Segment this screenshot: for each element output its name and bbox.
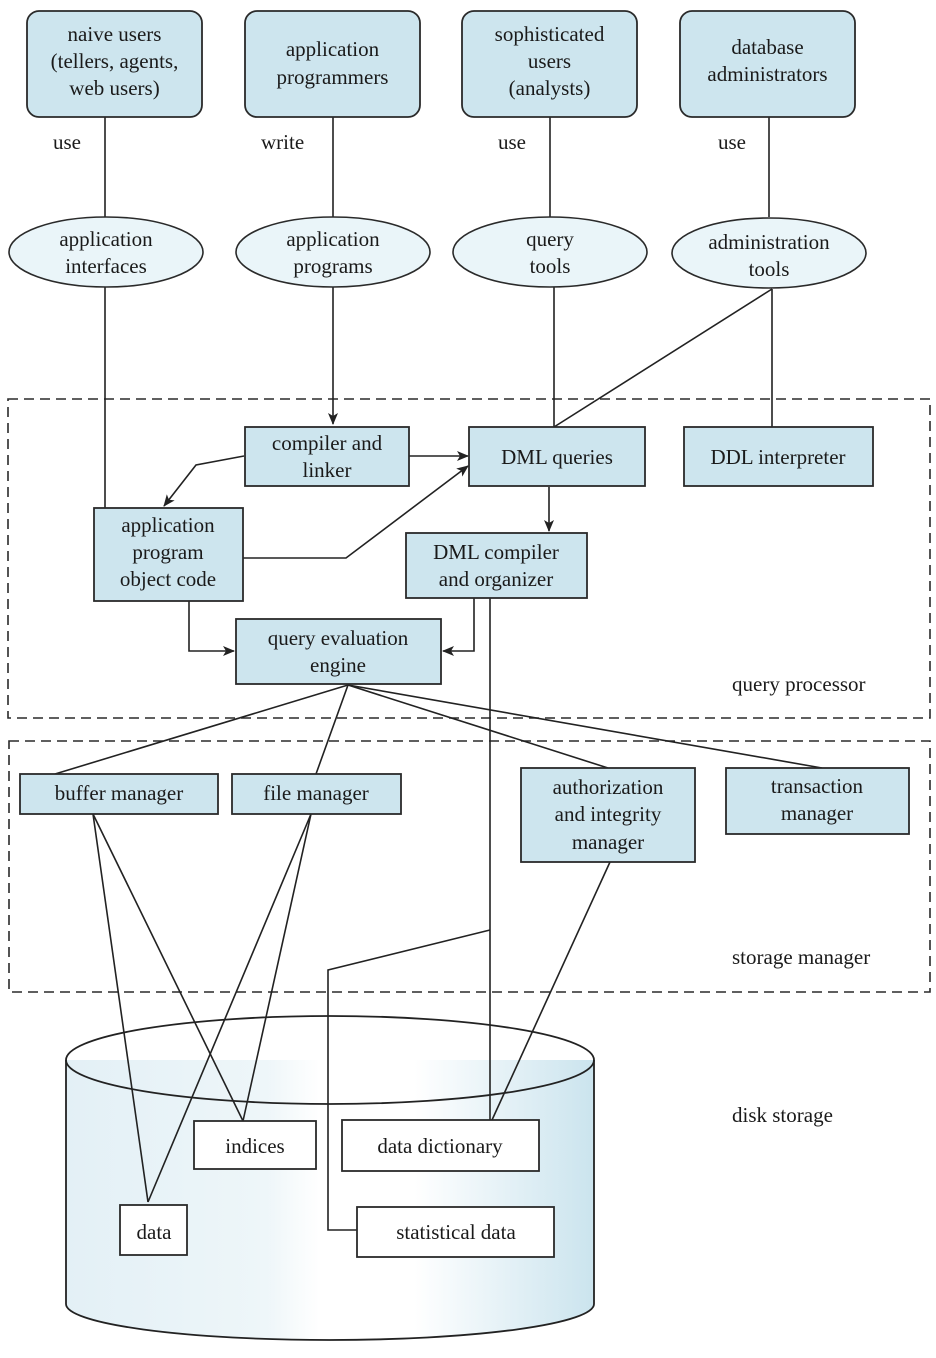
svg-text:data dictionary: data dictionary bbox=[377, 1134, 503, 1158]
svg-text:DML queries: DML queries bbox=[501, 445, 613, 469]
edges bbox=[54, 117, 823, 1231]
svg-text:file manager: file manager bbox=[263, 781, 369, 805]
query-processor-label: query processor bbox=[732, 672, 866, 696]
data-dictionary: data dictionary bbox=[341, 1119, 540, 1172]
relation-label-use: use bbox=[498, 130, 526, 154]
query-processor-region bbox=[7, 398, 931, 719]
relation-label-use: use bbox=[53, 130, 81, 154]
indices: indices bbox=[193, 1120, 317, 1170]
dml-queries: DML queries bbox=[468, 426, 646, 487]
relation-label-write: write bbox=[261, 130, 304, 154]
svg-text:indices: indices bbox=[225, 1134, 284, 1158]
data: data bbox=[119, 1204, 188, 1256]
svg-text:data: data bbox=[137, 1220, 173, 1244]
disk-storage-label: disk storage bbox=[732, 1103, 833, 1127]
ddl-interpreter: DDL interpreter bbox=[683, 426, 874, 487]
relation-label-use: use bbox=[718, 130, 746, 154]
svg-text:statistical data: statistical data bbox=[396, 1220, 516, 1244]
storage-manager-region bbox=[8, 740, 931, 993]
file-manager: file manager bbox=[231, 773, 402, 815]
user-naive: naive users(tellers, agents,web users) bbox=[26, 10, 203, 118]
svg-text:DDL interpreter: DDL interpreter bbox=[710, 445, 845, 469]
statistical-data: statistical data bbox=[356, 1206, 555, 1258]
svg-text:naive users(tellers, agents,we: naive users(tellers, agents,web users) bbox=[51, 22, 179, 100]
svg-text:buffer manager: buffer manager bbox=[55, 781, 183, 805]
storage-manager-label: storage manager bbox=[732, 945, 870, 969]
buffer-manager: buffer manager bbox=[19, 773, 219, 815]
